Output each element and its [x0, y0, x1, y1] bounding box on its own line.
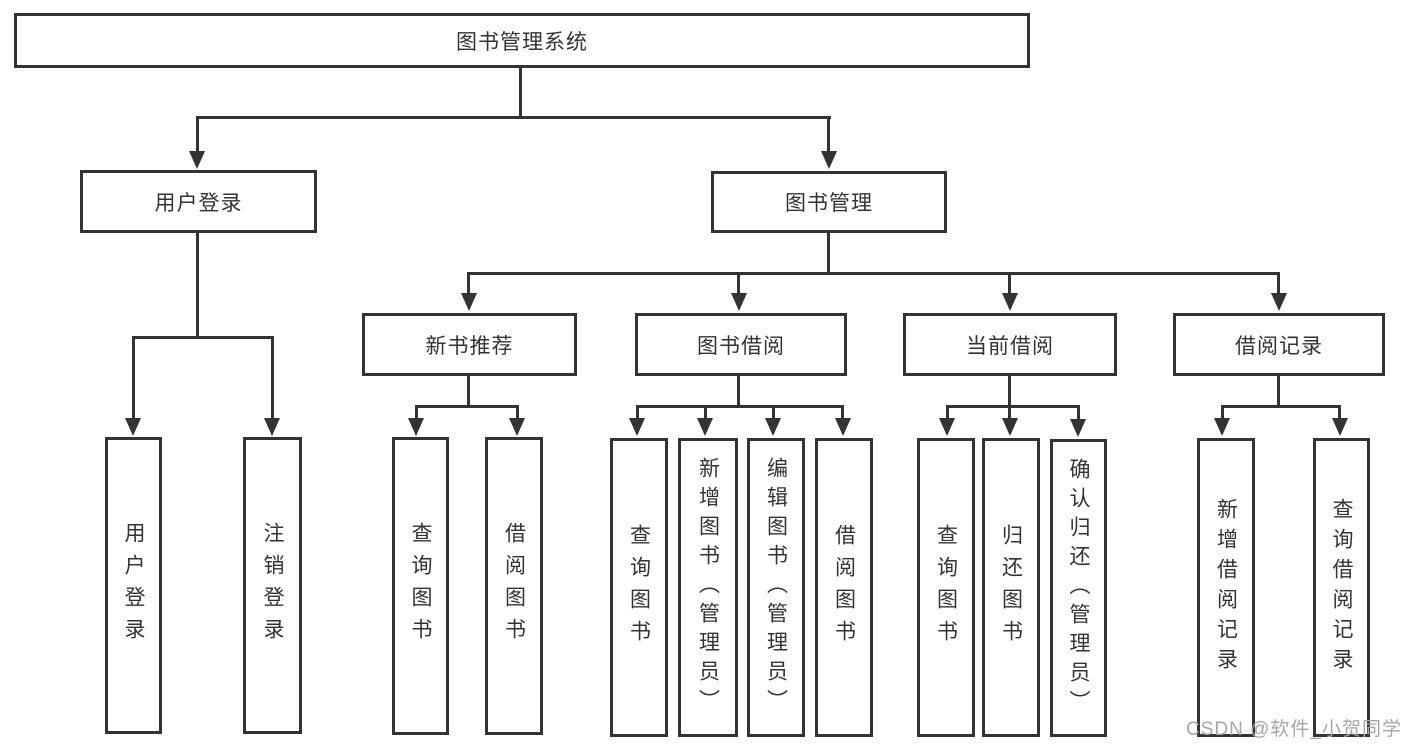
connector-new-book-rec-drop — [467, 272, 470, 295]
connector-root-stem — [519, 67, 522, 117]
node-current-borrowing: 当前借阅 — [903, 313, 1117, 376]
connector-new-book-rec-stem — [467, 376, 470, 408]
arrowhead-leaf-br-query-icon — [1332, 418, 1348, 436]
arrowhead-leaf-cb-query-icon — [939, 418, 955, 436]
connector-level2-bus — [196, 116, 831, 119]
leaf-rec-query-books: 查询图书 — [392, 437, 449, 735]
leaf-cb-query-books: 查询图书 — [917, 438, 975, 737]
arrowhead-leaf-bb-add-icon — [697, 418, 713, 436]
node-book-management: 图书管理 — [711, 171, 947, 233]
arrowhead-leaf-br-add-icon — [1214, 418, 1230, 436]
leaf-cb-confirm-return-admin-label: 确认归还（管理员） — [1067, 457, 1090, 719]
connector-leaf-br-add-drop — [1221, 405, 1224, 420]
leaf-user-login-label: 用户登录 — [122, 521, 145, 650]
connector-leaf-logout-drop — [271, 336, 274, 419]
leaf-logout: 注销登录 — [243, 437, 302, 734]
node-new-book-recommendation-label: 新书推荐 — [425, 334, 514, 358]
arrowhead-leaf-rec-query-icon — [408, 418, 424, 436]
leaf-rec-borrow-books: 借阅图书 — [485, 437, 543, 735]
leaf-rec-borrow-books-label: 借阅图书 — [502, 522, 526, 650]
arrowhead-leaf-cb-return-icon — [1002, 418, 1018, 436]
node-borrowing-records: 借阅记录 — [1173, 313, 1385, 376]
leaf-br-add-record: 新增借阅记录 — [1197, 438, 1255, 737]
arrowhead-borrow-records-icon — [1271, 293, 1287, 311]
arrowhead-leaf-bb-edit-icon — [765, 418, 781, 436]
leaf-br-query-record-label: 查询借阅记录 — [1330, 497, 1353, 678]
leaf-cb-confirm-return-admin: 确认归还（管理员） — [1050, 439, 1107, 737]
connector-user-login-drop — [196, 116, 199, 152]
connector-borrow-records-drop — [1277, 272, 1280, 295]
node-book-borrowing: 图书借阅 — [635, 313, 847, 376]
connector-borrow-records-bus — [1221, 405, 1341, 408]
connector-book-mgmt-drop — [827, 116, 830, 152]
connector-level3-bus — [468, 272, 1280, 275]
arrowhead-leaf-bb-borrow-icon — [835, 418, 851, 436]
connector-borrow-records-stem — [1277, 376, 1280, 408]
connector-leaf-bb-query-drop — [636, 405, 639, 420]
node-book-borrowing-label: 图书借阅 — [697, 334, 785, 358]
leaf-br-query-record: 查询借阅记录 — [1313, 438, 1370, 737]
arrowhead-new-book-rec-icon — [461, 293, 477, 311]
leaf-bb-edit-books-admin-label: 编辑图书（管理员） — [764, 457, 788, 718]
leaf-cb-query-books-label: 查询图书 — [934, 523, 958, 652]
node-new-book-recommendation: 新书推荐 — [362, 313, 577, 376]
leaf-user-login: 用户登录 — [105, 437, 162, 734]
arrowhead-leaf-cb-confirm-icon — [1070, 419, 1086, 437]
node-borrowing-records-label: 借阅记录 — [1235, 334, 1323, 358]
connector-user-login-stem — [196, 233, 199, 339]
connector-leaf-user-login-drop — [132, 336, 135, 419]
leaf-bb-query-books-label: 查询图书 — [627, 523, 651, 652]
arrowhead-user-login-icon — [189, 151, 205, 169]
arrowhead-current-borrow-icon — [1002, 293, 1018, 311]
connector-new-book-rec-bus — [415, 405, 519, 408]
leaf-bb-query-books: 查询图书 — [610, 438, 668, 737]
node-user-login: 用户登录 — [80, 170, 317, 233]
node-user-login-label: 用户登录 — [154, 191, 243, 215]
arrowhead-book-mgmt-icon — [821, 151, 837, 169]
csdn-watermark: CSDN @软件_小贺同学 — [1186, 719, 1402, 740]
connector-leaf-bb-edit-drop — [772, 405, 775, 420]
connector-leaf-rec-query-drop — [415, 405, 418, 420]
connector-current-borrow-stem — [1008, 376, 1011, 408]
leaf-bb-edit-books-admin: 编辑图书（管理员） — [747, 438, 805, 737]
leaf-bb-borrow-books: 借阅图书 — [815, 438, 873, 737]
leaf-cb-return-books-label: 归还图书 — [999, 523, 1023, 652]
node-library-system-label: 图书管理系统 — [456, 30, 588, 54]
connector-leaf-cb-query-drop — [946, 405, 949, 420]
arrowhead-leaf-rec-borrow-icon — [509, 418, 525, 436]
arrowhead-book-borrow-icon — [731, 293, 747, 311]
node-current-borrowing-label: 当前借阅 — [966, 334, 1054, 358]
arrowhead-leaf-bb-query-icon — [629, 418, 645, 436]
connector-book-borrow-drop — [737, 272, 740, 295]
connector-leaf-rec-borrow-drop — [516, 405, 519, 420]
connector-book-borrow-bus — [636, 405, 844, 408]
connector-current-borrow-bus — [946, 405, 1080, 408]
arrowhead-leaf-user-login-icon — [125, 418, 141, 436]
leaf-cb-return-books: 归还图书 — [982, 438, 1040, 737]
leaf-logout-label: 注销登录 — [261, 521, 284, 650]
leaf-bb-borrow-books-label: 借阅图书 — [832, 523, 856, 652]
connector-leaf-cb-return-drop — [1008, 405, 1011, 420]
connector-leaf-cb-confirm-drop — [1077, 405, 1080, 420]
leaf-bb-add-books-admin: 新增图书（管理员） — [678, 438, 738, 737]
leaf-rec-query-books-label: 查询图书 — [409, 522, 432, 650]
leaf-bb-add-books-admin-label: 新增图书（管理员） — [696, 457, 720, 718]
node-library-system: 图书管理系统 — [14, 13, 1030, 68]
leaf-br-add-record-label: 新增借阅记录 — [1214, 497, 1238, 678]
node-book-management-label: 图书管理 — [785, 192, 873, 215]
connector-leaf-bb-borrow-drop — [841, 405, 844, 420]
connector-leaf-bb-add-drop — [704, 405, 707, 420]
connector-book-mgmt-stem — [827, 233, 830, 275]
connector-user-login-bus — [132, 336, 274, 339]
connector-leaf-br-query-drop — [1338, 405, 1341, 420]
connector-current-borrow-drop — [1008, 272, 1011, 295]
arrowhead-leaf-logout-icon — [264, 418, 280, 436]
connector-book-borrow-stem — [737, 376, 740, 408]
